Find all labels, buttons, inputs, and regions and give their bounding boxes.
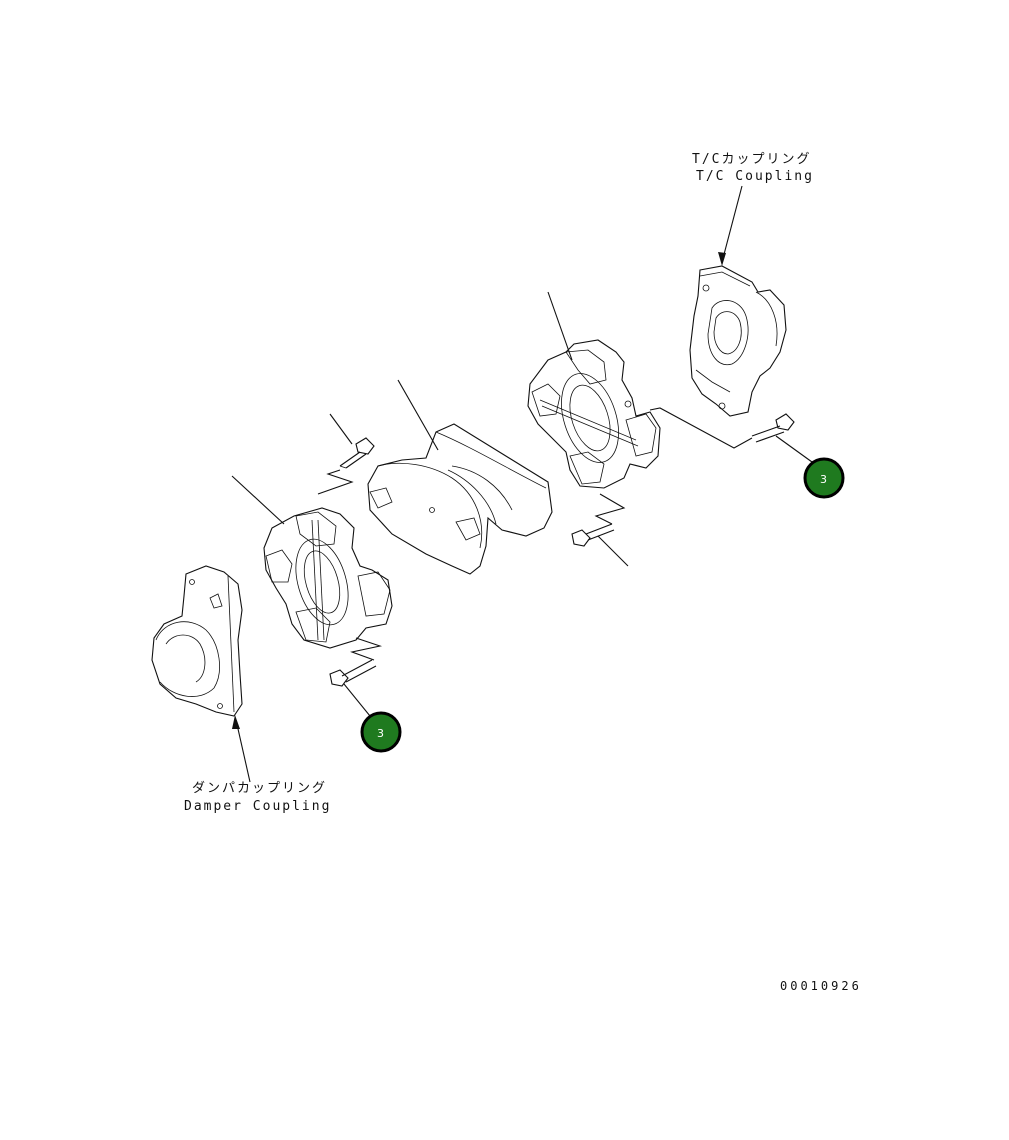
callout-left-leader [343,683,371,717]
left-flange-part [263,507,393,649]
svg-text:3: 3 [820,473,827,486]
bolt-right [751,413,795,443]
callout-right-leader [775,435,813,463]
damper-coupling-part [151,565,243,717]
bolt-lower-right-connector [594,493,626,525]
right-flange-leader [547,291,573,361]
bolt-bottom-left-connector [350,637,383,661]
damper-coupling-leader-arrow [232,715,251,783]
callout-badge-left: 3 [360,711,402,753]
tc-coupling-label-jp: T/Cカップリング [692,152,811,167]
bolt-bottom-left [329,659,377,687]
bolt-top-left [339,437,375,469]
left-flange-leader [231,475,285,525]
damper-coupling-label-en: Damper Coupling [184,799,331,814]
bolt-lower-right-leader [597,535,629,567]
drawing-number: 00010926 [780,979,862,993]
right-flange-part [527,339,661,489]
bolt-top-left-leader [329,413,353,445]
bolt-top-left-connector [317,469,354,495]
bolt-right-connector [649,407,753,449]
callout-badge-right: 3 [803,457,845,499]
tc-coupling-leader-arrow [718,185,743,266]
svg-text:3: 3 [377,727,384,740]
tc-coupling-label-en: T/C Coupling [696,169,814,184]
tc-coupling-part [689,265,787,417]
bolt-lower-right [571,523,615,547]
damper-coupling-label-jp: ダンパカップリング [192,781,327,796]
center-hub-part [367,423,553,575]
center-hub-leader [397,379,439,451]
